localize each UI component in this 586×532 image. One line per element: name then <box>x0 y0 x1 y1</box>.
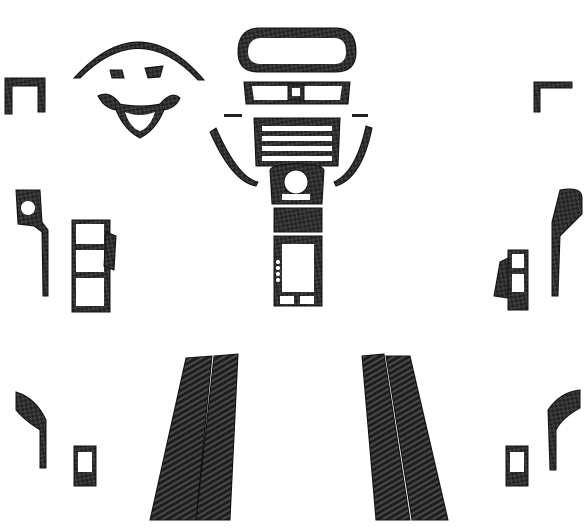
climate-control-trim <box>269 163 325 205</box>
right-window-switch-trim <box>551 188 583 297</box>
dash-center-strip <box>243 81 351 105</box>
left-window-switch-trim <box>15 189 49 297</box>
right-rear-switch-trim <box>505 445 529 487</box>
left-dash-curve-trim <box>209 127 259 187</box>
left-rear-switch-trim <box>73 445 97 487</box>
center-vent-panel <box>253 117 341 167</box>
instrument-cluster-surround <box>237 27 357 73</box>
gear-shift-console-trim <box>273 207 323 307</box>
left-b-pillar-trim-inner <box>195 353 239 521</box>
left-rear-door-trim <box>15 391 47 469</box>
right-dash-curve-trim <box>333 125 373 187</box>
dash-accent-right <box>352 114 368 117</box>
right-b-pillar-trim-inner <box>361 353 411 521</box>
left-door-switch-panel <box>71 219 117 313</box>
right-rear-door-trim <box>547 389 581 471</box>
left-door-bracket-trim <box>4 77 46 115</box>
dash-accent-left <box>224 114 242 117</box>
right-b-pillar-trim-outer <box>385 355 449 521</box>
right-door-switch-panel <box>493 249 529 311</box>
steering-wheel-trim <box>72 41 206 139</box>
right-door-bracket-trim <box>533 81 573 113</box>
